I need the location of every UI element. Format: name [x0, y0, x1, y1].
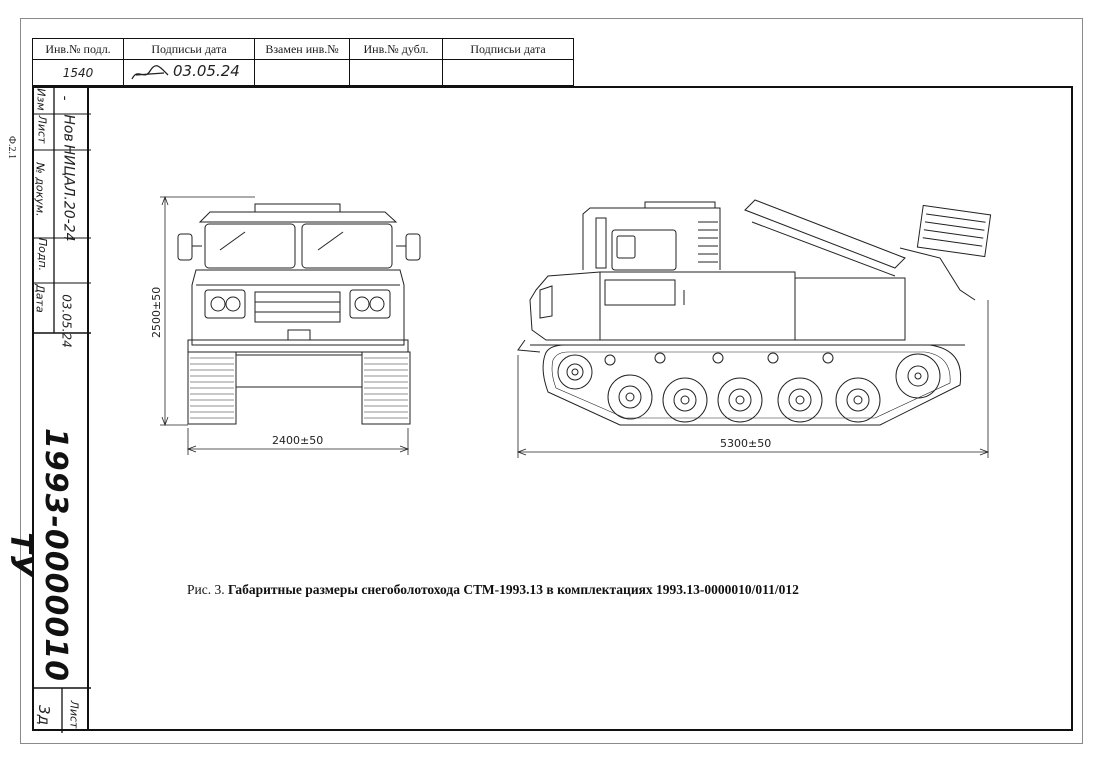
- header-signature-date-2: Подписьи дата: [442, 38, 574, 60]
- side-road-wheels: [557, 352, 941, 423]
- empty-cell: [254, 59, 350, 86]
- drawing-frame: [87, 86, 1073, 731]
- side-strip-grid: [34, 88, 91, 733]
- title-block-table: Инв.№ подл. Подписьи дата Взамен инв.№ И…: [32, 38, 574, 86]
- figure-caption: Рис. 3. Габаритные размеры снегоболотохо…: [187, 582, 947, 598]
- header-signature-date: Подписьи дата: [123, 38, 255, 60]
- caption-text: Габаритные размеры снегоболотохода СТМ-1…: [227, 582, 799, 597]
- front-dimensions: [160, 195, 410, 455]
- side-length-dimension: 5300±50: [720, 437, 771, 450]
- page-outer-frame: [20, 18, 1083, 744]
- front-height-dimension: 2500±50: [150, 287, 163, 338]
- side-dimensions: [516, 300, 990, 458]
- empty-cell: [349, 59, 443, 86]
- signature-cell: 03.05.24: [123, 59, 255, 86]
- front-track-hatching: [190, 357, 408, 419]
- caption-prefix: Рис. 3.: [187, 582, 228, 597]
- handwritten-signature-icon: [131, 64, 169, 79]
- empty-cell: [442, 59, 574, 86]
- front-view-drawing: [177, 203, 421, 425]
- side-revision-strip: [32, 86, 91, 733]
- front-width-dimension: 2400±50: [272, 434, 323, 447]
- signature-date-value: 03.05.24: [173, 62, 240, 81]
- side-view-drawing: [517, 199, 992, 426]
- inv-number-value: 1540: [32, 59, 124, 86]
